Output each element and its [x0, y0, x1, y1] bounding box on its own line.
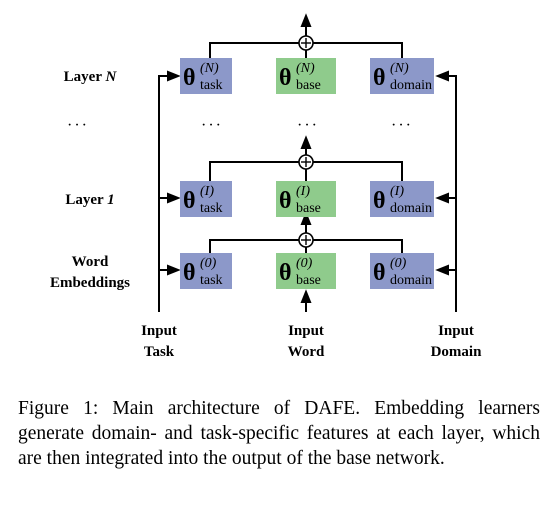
theta-symbol: θ [279, 260, 292, 286]
theta-domain-layer-n-box: θ (N) domain [370, 58, 434, 94]
theta-symbol: θ [183, 65, 196, 91]
theta-subscript: task [200, 273, 223, 288]
combine-lines [209, 13, 403, 253]
ellipsis-label: ··· [67, 117, 89, 134]
task-input-line [158, 70, 181, 312]
theta-symbol: θ [279, 65, 292, 91]
input-domain-label-1: Input [438, 323, 474, 339]
theta-superscript: (I) [296, 184, 310, 199]
theta-superscript: (I) [200, 184, 214, 199]
domain-input-line [435, 70, 457, 312]
ellipsis-domain: ··· [391, 117, 413, 134]
theta-subscript: task [200, 201, 223, 216]
sum-node-layer-1 [298, 154, 314, 170]
input-domain-label-2: Domain [431, 344, 482, 360]
ellipsis-base: ··· [297, 117, 319, 134]
theta-subscript: task [200, 78, 223, 93]
theta-symbol: θ [373, 260, 386, 286]
row-label-embeddings: Embeddings [50, 275, 130, 291]
theta-superscript: (N) [390, 61, 409, 76]
theta-subscript: domain [390, 201, 432, 216]
theta-task-layer-n-box: θ (N) task [180, 58, 232, 94]
input-word-label-1: Input [288, 323, 324, 339]
theta-superscript: (N) [296, 61, 315, 76]
input-word-label-2: Word [288, 344, 325, 360]
theta-superscript: (I) [390, 184, 404, 199]
architecture-diagram: Layer N Layer 1 Word Embeddings ··· ··· … [50, 13, 482, 360]
theta-symbol: θ [279, 188, 292, 214]
theta-task-layer-1-box: θ (I) task [180, 181, 232, 217]
row-label-layer-n: Layer N [64, 69, 118, 85]
row-label-layer-1: Layer 1 [65, 192, 114, 208]
theta-domain-layer-1-box: θ (I) domain [370, 181, 434, 217]
theta-superscript: (0) [200, 256, 217, 271]
theta-subscript: base [296, 78, 321, 93]
theta-symbol: θ [373, 188, 386, 214]
figure-caption: Figure 1: Main architecture of DAFE. Emb… [18, 398, 540, 469]
theta-symbol: θ [183, 188, 196, 214]
theta-base-layer-n-box: θ (N) base [276, 58, 336, 94]
theta-subscript: base [296, 273, 321, 288]
theta-base-embeddings-box: θ (0) base [276, 253, 336, 289]
sum-node-layer-n [298, 35, 314, 51]
input-task-label-2: Task [144, 344, 175, 360]
input-task-label-1: Input [141, 323, 177, 339]
ellipsis-task: ··· [201, 117, 223, 134]
theta-superscript: (0) [296, 256, 313, 271]
sum-node-embeddings [298, 232, 314, 248]
theta-symbol: θ [373, 65, 386, 91]
theta-subscript: domain [390, 273, 432, 288]
theta-subscript: domain [390, 78, 432, 93]
theta-domain-embeddings-box: θ (0) domain [370, 253, 434, 289]
theta-symbol: θ [183, 260, 196, 286]
theta-superscript: (N) [200, 61, 219, 76]
row-label-word: Word [72, 254, 109, 270]
theta-task-embeddings-box: θ (0) task [180, 253, 232, 289]
theta-base-layer-1-box: θ (I) base [276, 181, 336, 217]
theta-subscript: base [296, 201, 321, 216]
theta-superscript: (0) [390, 256, 407, 271]
